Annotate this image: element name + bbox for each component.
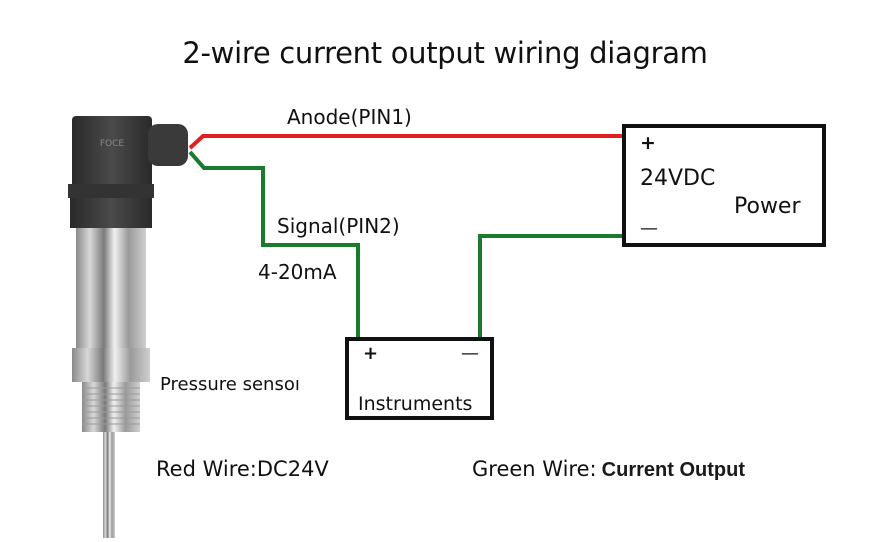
legend-red-wire: Red Wire:DC24V (156, 457, 329, 481)
signal-range-label: 4-20mA (258, 260, 337, 284)
legend-green-value: Current Output (601, 459, 745, 481)
power-plus-terminal: + (640, 132, 656, 154)
power-name-label: Power (734, 194, 801, 219)
diagram-title: 2-wire current output wiring diagram (182, 36, 708, 70)
instruments-minus-terminal: — (461, 343, 479, 364)
pressure-sensor-label: Pressure sensoı (160, 374, 300, 395)
instruments-plus-terminal: + (363, 343, 379, 364)
power-supply-box: + 24VDC Power — (622, 124, 826, 247)
green-wire-return (478, 234, 625, 340)
signal-pin2-label: Signal(PIN2) (277, 214, 400, 238)
connector-brand: FOCE (100, 139, 125, 149)
red-wire-anode (188, 134, 625, 150)
cable-gland (148, 124, 188, 166)
pressure-sensor-image: FOCE (68, 116, 188, 538)
power-minus-terminal: — (640, 218, 658, 239)
connector-head (72, 116, 152, 188)
instruments-box: + — Instruments (345, 337, 494, 420)
green-wire-signal (188, 150, 360, 340)
legend-green-wire: Green Wire: Current Output (472, 457, 745, 482)
anode-pin1-label: Anode(PIN1) (287, 105, 412, 129)
instruments-name-label: Instruments (358, 393, 473, 415)
legend-green-prefix: Green Wire: (472, 457, 597, 481)
power-voltage-label: 24VDC (640, 166, 716, 191)
